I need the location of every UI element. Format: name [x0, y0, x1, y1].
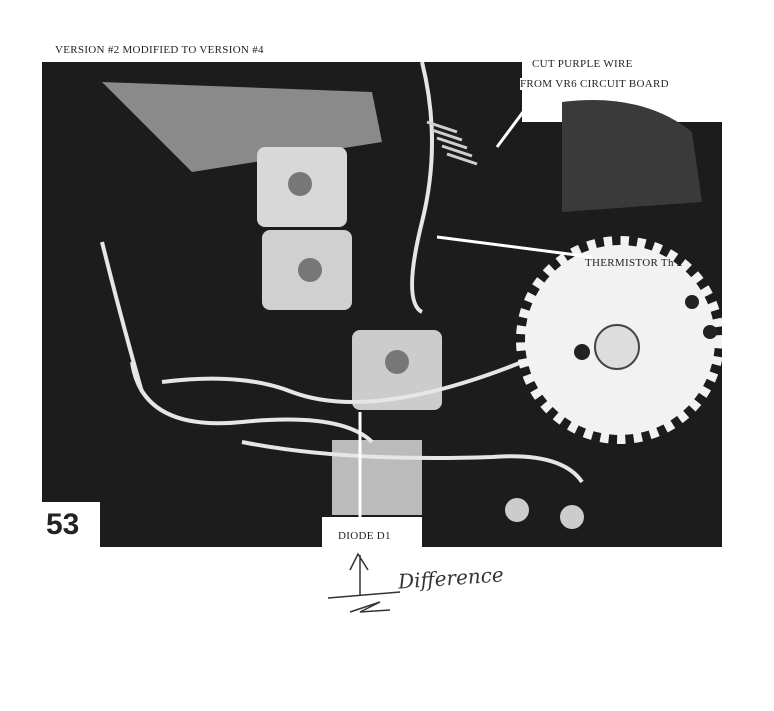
arrow-cut-wire [495, 99, 534, 148]
callout-cut-wire-2: FROM VR6 CIRCUIT BOARD [520, 78, 669, 90]
handwritten-arrow-icon [327, 552, 401, 613]
arrow-thermistor [436, 235, 593, 259]
handwritten-note: Difference [397, 562, 505, 594]
callout-diode: DIODE D1 [338, 530, 391, 542]
page-number: 53 [46, 508, 80, 541]
callout-cut-wire-1: CUT PURPLE WIRE [532, 58, 633, 70]
figure-caption: VERSION #2 MODIFIED TO VERSION #4 [55, 44, 264, 56]
gear [516, 236, 722, 444]
circuit-photo [42, 62, 722, 547]
callout-thermistor: THERMISTOR Th 2 [585, 257, 683, 269]
